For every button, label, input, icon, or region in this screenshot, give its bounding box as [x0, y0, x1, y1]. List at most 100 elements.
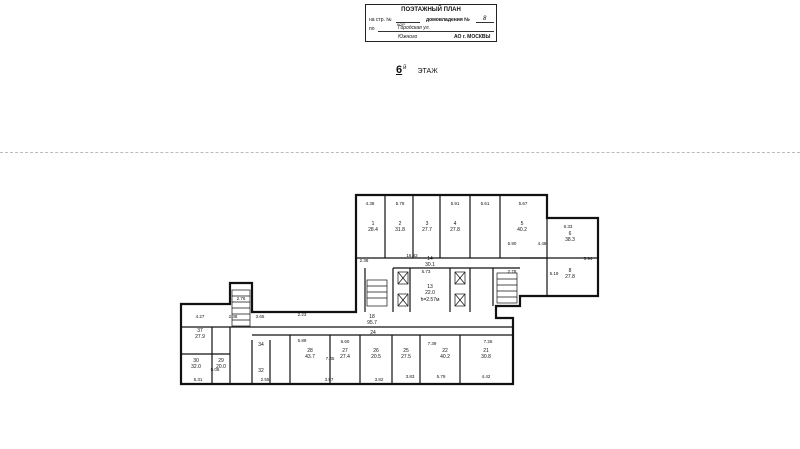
room-label: 24 — [370, 330, 376, 336]
room-label: 231.8 — [395, 221, 405, 233]
dimension: 7.26 — [484, 339, 493, 344]
svg-text:40.2: 40.2 — [517, 227, 527, 233]
dimension: 5.61 — [481, 201, 490, 206]
room-label: 128.4 — [368, 221, 378, 233]
svg-text:3: 3 — [426, 221, 429, 227]
floor-caption: 6 й ЭТАЖ — [396, 64, 438, 76]
svg-text:27.7: 27.7 — [422, 227, 432, 233]
stamp-line1-value-right: 8 — [483, 16, 487, 22]
dimension: 5.89 — [298, 338, 307, 343]
svg-text:30.1: 30.1 — [425, 262, 435, 268]
dimension: 3.83 — [406, 374, 415, 379]
svg-text:27.4: 27.4 — [340, 354, 350, 360]
svg-text:5: 5 — [521, 221, 524, 227]
floor-number: 6 — [396, 64, 403, 76]
dimension: 5.67 — [519, 201, 528, 206]
room-label: 327.7 — [422, 221, 432, 233]
room-label: 638.3 — [565, 231, 575, 243]
svg-text:27: 27 — [342, 348, 348, 354]
room-label: 32 — [258, 368, 264, 374]
dimension: 2.76 — [237, 296, 246, 301]
svg-text:27.5: 27.5 — [401, 354, 411, 360]
room-label: 540.2 — [517, 221, 527, 233]
stamp-title: ПОЭТАЖНЫЙ ПЛАН — [401, 7, 461, 13]
svg-text:h=2.57м: h=2.57м — [421, 297, 440, 303]
stamp-line1-rule-right — [476, 22, 494, 23]
svg-text:13: 13 — [427, 284, 433, 290]
svg-text:25: 25 — [403, 348, 409, 354]
dimension: 5.91 — [451, 201, 460, 206]
stamp-line2-value: Городская ул. — [398, 25, 430, 31]
svg-text:8: 8 — [569, 268, 572, 274]
stamp-line1-label: на стр. № — [369, 17, 392, 23]
svg-text:29: 29 — [218, 358, 224, 364]
dimension: 5.79 — [437, 374, 446, 379]
svg-text:95.7: 95.7 — [367, 320, 377, 326]
svg-text:20.5: 20.5 — [371, 354, 381, 360]
svg-text:30.8: 30.8 — [481, 354, 491, 360]
svg-text:18: 18 — [369, 314, 375, 320]
stamp-line1-rule — [396, 22, 420, 23]
svg-text:32: 32 — [258, 368, 264, 374]
dimension: 7.39 — [428, 341, 437, 346]
svg-text:32.0: 32.0 — [191, 364, 201, 370]
dimension-labels: 4.38 5.78 5.91 5.61 5.67 6.33 5.19 5.94 … — [194, 201, 593, 382]
dimension: 16.82 — [406, 253, 418, 258]
dimension: 5.94 — [584, 256, 593, 261]
room-labels: 128.4 231.8 327.7 427.8 540.2 638.3 827.… — [191, 221, 575, 374]
floor-label: ЭТАЖ — [417, 68, 438, 75]
svg-text:21: 21 — [483, 348, 489, 354]
dimension: 2.78 — [508, 269, 517, 274]
svg-text:38.3: 38.3 — [565, 237, 575, 243]
dimension: 3.87 — [325, 377, 334, 382]
stamp-line1-suffix: КОР — [397, 22, 406, 27]
svg-text:30: 30 — [193, 358, 199, 364]
svg-text:4: 4 — [454, 221, 457, 227]
dimension: 4.27 — [196, 314, 205, 319]
svg-text:37: 37 — [197, 328, 203, 334]
svg-text:27.8: 27.8 — [450, 227, 460, 233]
svg-text:24: 24 — [370, 330, 376, 336]
stamp-line3-label-right: АО г. МОСКВЫ — [454, 34, 491, 40]
dimension: 5.90 — [508, 241, 517, 246]
room-label: 827.8 — [565, 268, 575, 280]
dimension: 2.23 — [298, 312, 307, 317]
svg-text:2: 2 — [399, 221, 402, 227]
dimension: 3.65 — [256, 314, 265, 319]
dimension: 4.38 — [366, 201, 375, 206]
svg-text:28: 28 — [307, 348, 313, 354]
svg-text:27.9: 27.9 — [195, 334, 205, 340]
svg-text:34: 34 — [258, 342, 264, 348]
svg-text:20.0: 20.0 — [216, 364, 226, 370]
dimension: 5.05 — [211, 367, 220, 372]
dimension: 3.82 — [375, 377, 384, 382]
stair-hatching — [231, 271, 518, 327]
svg-text:40.2: 40.2 — [440, 354, 450, 360]
dimension: 2.38 — [360, 258, 369, 263]
svg-text:14: 14 — [427, 256, 433, 262]
outer-walls — [179, 193, 600, 386]
dimension: 7.45 — [326, 356, 335, 361]
stamp-line2-rule — [378, 31, 494, 32]
room-label: 427.8 — [450, 221, 460, 233]
dimension: 4.48 — [538, 241, 547, 246]
stamp-line1-label-right: домовладения № — [426, 17, 470, 23]
svg-text:26: 26 — [373, 348, 379, 354]
floor-superscript: й — [403, 65, 407, 71]
stamp-line3-value: Южного — [398, 34, 418, 40]
scan-artifact-line — [0, 152, 800, 153]
stamp-line2-label: по — [369, 26, 375, 32]
dimension: 6.33 — [564, 224, 573, 229]
